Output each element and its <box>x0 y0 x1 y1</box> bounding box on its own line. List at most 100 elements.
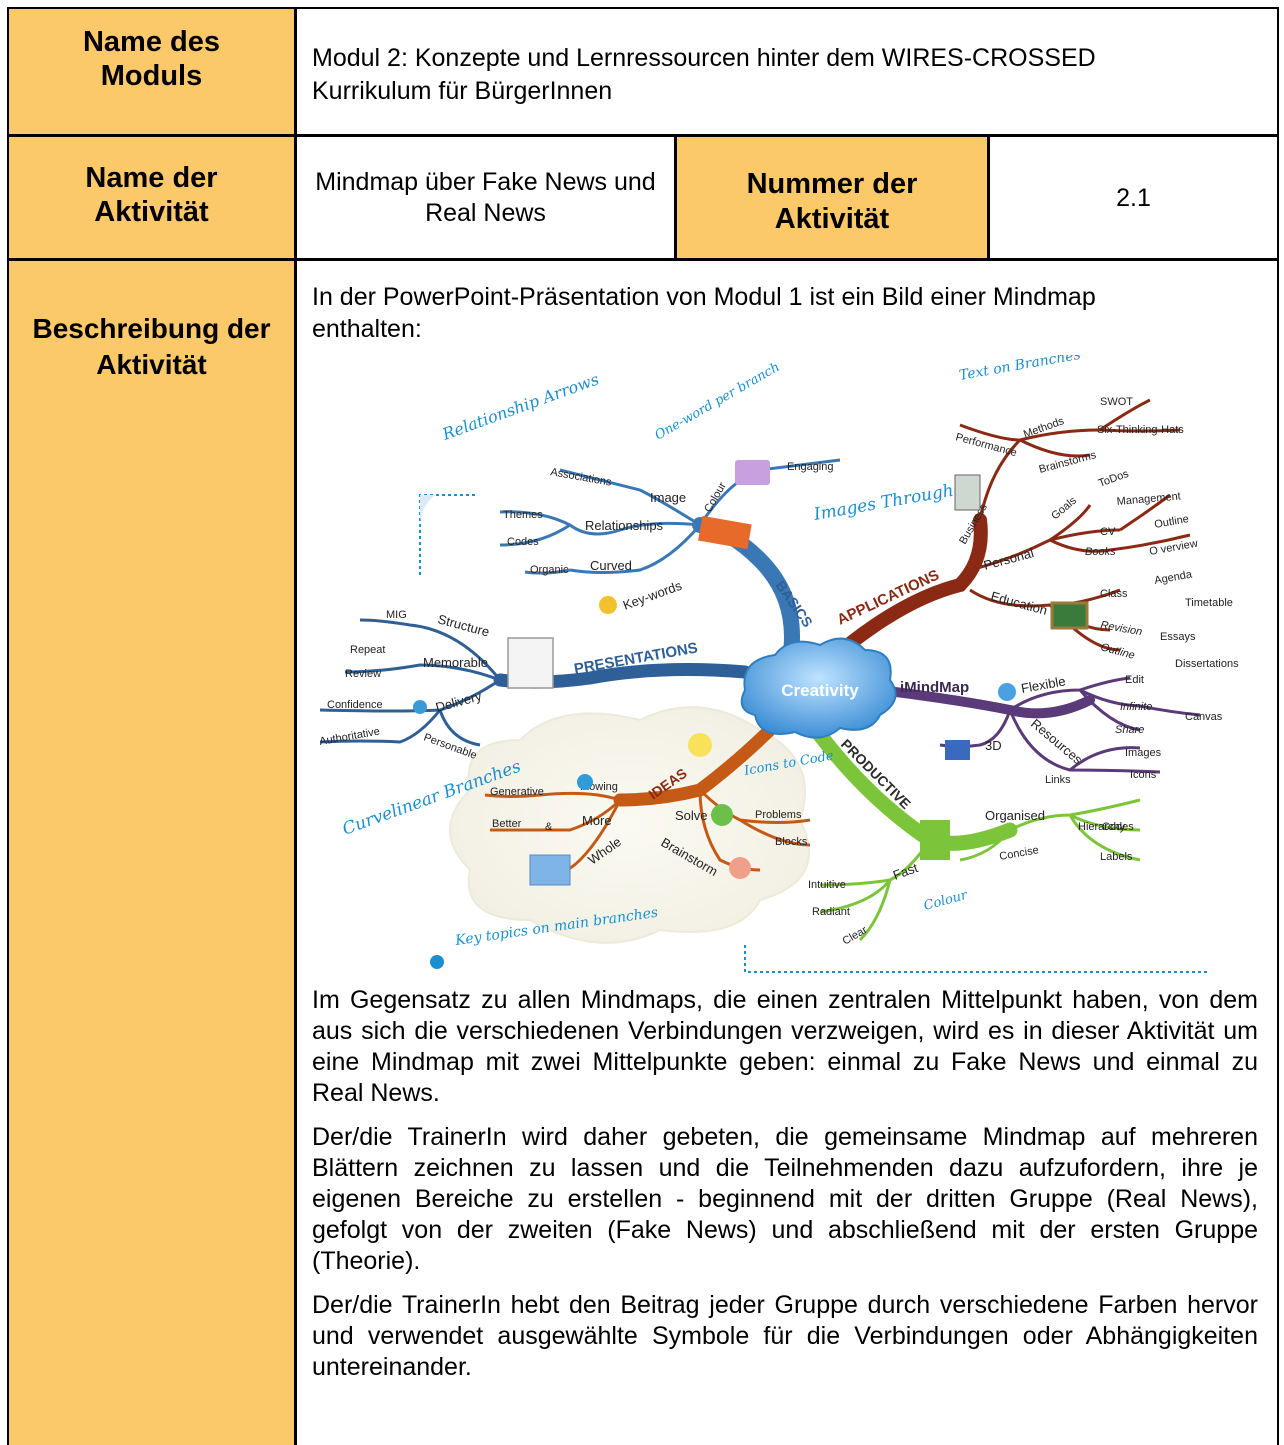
mm-word-curved: Curved <box>590 558 632 573</box>
mm-calculator-icon <box>954 474 981 511</box>
mm-word-cv: CV <box>1100 526 1116 538</box>
mm-guide-dotted-left <box>419 494 475 575</box>
mm-word-associations: Associations <box>549 466 612 489</box>
activity-number-label-text: Nummer der Aktivität <box>746 168 918 235</box>
table-border-col2 <box>674 135 677 260</box>
table-border-row1 <box>7 134 1279 137</box>
mm-word-class: Class <box>1100 588 1128 600</box>
module-value-line1: Modul 2: Konzepte und Lernressourcen hin… <box>312 44 1096 72</box>
mm-word-amp: & <box>545 821 553 833</box>
mm-word-todos: ToDos <box>1097 468 1131 490</box>
mm-word-problems: Problems <box>755 809 802 821</box>
activity-name-value: Mindmap über Fake News und Real News <box>297 150 674 246</box>
mm-word-resources: Resources <box>1028 716 1086 768</box>
mm-check-icon <box>711 804 733 826</box>
mm-word-keywords: Key-words <box>621 578 684 613</box>
module-label-text: Name des Moduls <box>82 26 220 92</box>
mm-pencils-icon <box>698 515 752 550</box>
mm-word-memorable: Memorable <box>423 655 488 670</box>
mm-word-generative: Generative <box>490 786 544 798</box>
description-intro-text: In der PowerPoint-Präsentation von Modul… <box>312 283 1096 343</box>
mm-word-themes: Themes <box>503 509 543 521</box>
module-value-line2: Kurrikulum für BürgerInnen <box>312 77 613 105</box>
mm-word-better: Better <box>492 818 522 830</box>
module-value: Modul 2: Konzepte und Lernressourcen hin… <box>312 42 1272 108</box>
mm-word-essays: Essays <box>1160 631 1196 643</box>
mm-word-fast: Fast <box>891 860 920 883</box>
mm-word-codes2: Codes <box>1102 821 1134 833</box>
mm-chalkboard-icon <box>1050 601 1089 630</box>
mm-word-organised: Organised <box>985 808 1045 823</box>
mm-word-intuitive: Intuitive <box>808 879 846 891</box>
mm-word-delivery: Delivery <box>434 688 484 715</box>
mm-word-management: Management <box>1116 490 1181 508</box>
mm-word-clear: Clear <box>841 924 870 948</box>
mm-word-colour: Colour <box>702 480 729 514</box>
description-label-text: Beschreibung der Aktivität <box>32 313 271 380</box>
module-label: Name des Moduls <box>9 14 294 104</box>
mm-word-swot: SWOT <box>1100 396 1133 408</box>
activity-number-label: Nummer der Aktivität <box>677 150 987 254</box>
mm-brain-icon <box>729 857 751 879</box>
mm-word-outline2: Outline <box>1099 641 1136 662</box>
mm-word-codes: Codes <box>507 536 539 548</box>
mm-word-methods: Methods <box>1022 415 1066 441</box>
mm-word-goals: Goals <box>1049 494 1079 522</box>
mm-word-review: Review <box>345 668 381 680</box>
description-label: Beschreibung der Aktivität <box>9 311 294 383</box>
mm-word-hierarchy: Hierarchy <box>1078 821 1126 833</box>
mm-bars-icon <box>920 820 950 860</box>
mm-note-text-on-branches: Text on Branches <box>958 355 1082 384</box>
mm-word-images: Images <box>1125 747 1162 759</box>
table-border-col3 <box>987 135 990 260</box>
mm-speech-icon <box>413 700 427 714</box>
mm-word-performance: Performance <box>954 431 1018 459</box>
mm-key-icon <box>599 596 617 614</box>
table-border-right <box>1277 7 1279 1445</box>
mm-word-share: Share <box>1115 724 1144 736</box>
branch-label-imindmap: iMindMap <box>900 679 969 696</box>
mm-word-personable: Personable <box>422 732 478 762</box>
number-label-cell <box>677 137 987 258</box>
mm-word-edit: Edit <box>1125 674 1144 686</box>
description-paragraph-1: Im Gegensatz zu allen Mindmaps, die eine… <box>312 986 1258 1107</box>
branch-applications <box>823 513 988 667</box>
description-paragraph-3: Der/die TrainerIn hebt den Beitrag jeder… <box>312 1291 1258 1381</box>
mm-word-timetable: Timetable <box>1185 597 1233 609</box>
mm-word-labels: Labels <box>1100 851 1133 863</box>
description-paragraph-2: Der/die TrainerIn wird daher gebeten, di… <box>312 1123 1258 1275</box>
mm-easel-icon <box>507 637 554 689</box>
mm-word-infinite: Infinite <box>1120 701 1152 713</box>
mm-word-engaging: Engaging <box>787 461 834 473</box>
mm-word-icons: Icons <box>1130 769 1157 781</box>
mm-word-six-hats: Six-Thinking-Hats <box>1097 424 1184 436</box>
mm-word-mig: MIG <box>386 609 407 621</box>
module-label-cell <box>9 9 294 134</box>
mm-globe-icon <box>998 683 1016 701</box>
mm-word-education: Education <box>989 588 1049 617</box>
mm-word-concise: Concise <box>998 844 1039 863</box>
mm-word-brainstorms: Brainstorms <box>1038 449 1098 476</box>
mm-word-overview: O verview <box>1148 538 1198 558</box>
mm-word-radiant: Radiant <box>812 906 850 918</box>
mm-drop-icon <box>577 774 593 790</box>
mm-bulb-icon <box>688 733 712 757</box>
mm-3d-icon <box>945 740 970 760</box>
mm-photo-icon <box>529 854 571 886</box>
mm-note-one-word: One-word per branch <box>653 360 783 444</box>
table-border-col1 <box>294 7 297 1445</box>
activity-label-cell <box>9 137 294 258</box>
mm-word-agenda: Agenda <box>1153 568 1193 587</box>
mm-word-repeat: Repeat <box>350 644 385 656</box>
mm-word-authoritative: Authoritative <box>318 726 380 748</box>
mm-word-3d: 3D <box>985 738 1002 753</box>
activity-name-label: Name der Aktivität <box>9 147 294 243</box>
mm-word-confidence: Confidence <box>327 699 383 711</box>
activity-name-value-text: Mindmap über Fake News und Real News <box>315 168 656 227</box>
mm-guide-dotted-bottom <box>744 945 1210 973</box>
mm-key-bottom-icon <box>430 955 444 969</box>
mm-note-colour: Colour <box>922 888 969 914</box>
mm-word-outline: Outline <box>1153 513 1189 531</box>
mm-word-books: Books <box>1085 546 1116 558</box>
mm-word-links: Links <box>1045 774 1071 786</box>
